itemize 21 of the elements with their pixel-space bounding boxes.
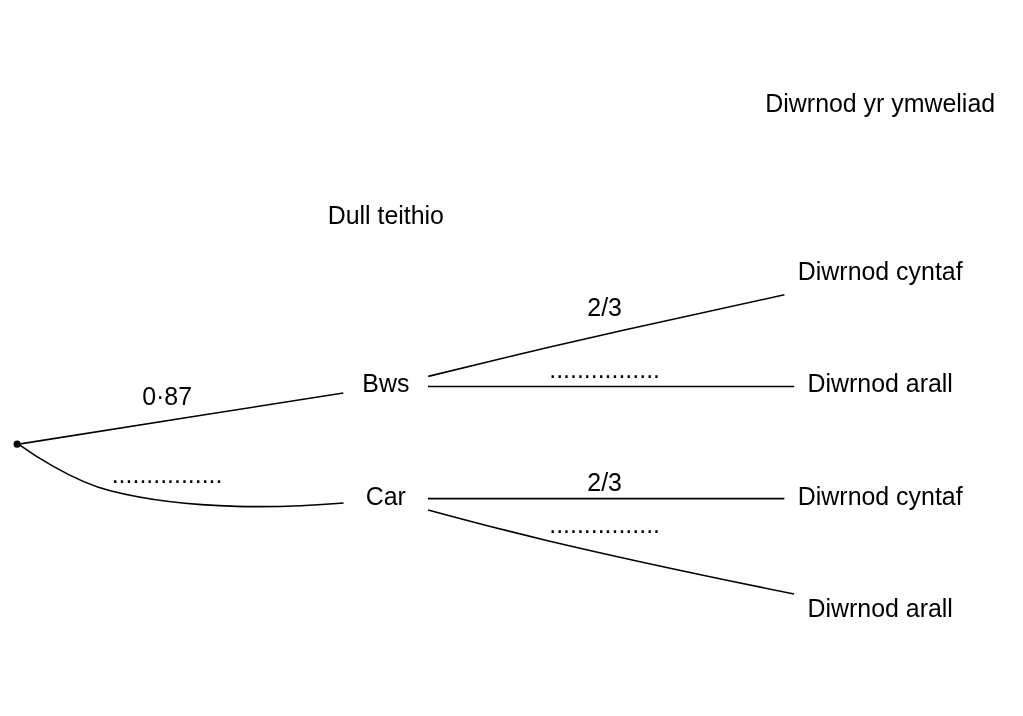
node-text: Diwrnod cyntaf [797, 256, 963, 285]
node-text: Diwrnod arall [807, 368, 953, 397]
label: Diwrnod yr ymweliad [765, 88, 996, 117]
node-text: Bws [362, 368, 410, 397]
edge-label: 2/3 [587, 467, 622, 496]
edge-label: 2/3 [587, 292, 622, 321]
connector [427, 385, 795, 387]
edge-label: 0·87 [142, 381, 193, 410]
connector [427, 293, 786, 377]
connector [427, 497, 786, 499]
label: Dull teithio [327, 200, 444, 229]
node-text: Car [365, 481, 406, 510]
connector [19, 391, 345, 445]
edge-label: ................ [549, 509, 660, 538]
node-text: Diwrnod cyntaf [797, 481, 963, 510]
connector [427, 508, 795, 595]
node-point [13, 440, 21, 448]
node-text: Diwrnod arall [807, 593, 953, 622]
connector [19, 443, 345, 507]
edge-label: ................ [111, 459, 223, 488]
edge-label: ................ [549, 354, 660, 383]
